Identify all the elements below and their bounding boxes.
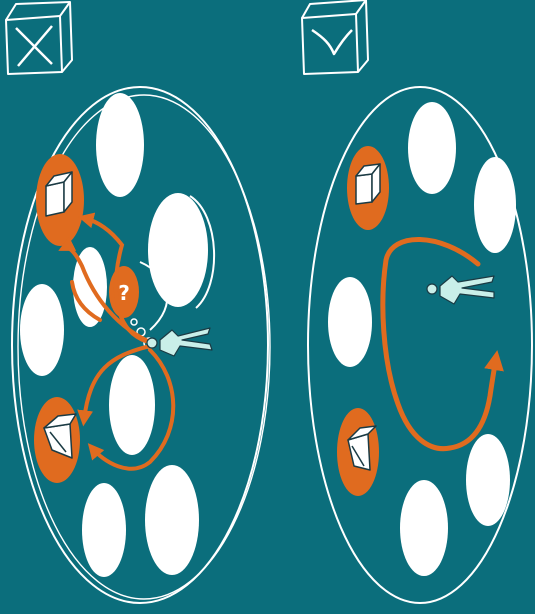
- spot: [400, 480, 448, 576]
- cube-spot-upper-right: [347, 146, 389, 230]
- spot: [148, 193, 208, 307]
- spot: [408, 102, 456, 194]
- cross-icon: [6, 2, 72, 74]
- person-figure-right: [427, 276, 494, 304]
- spot: [20, 284, 64, 376]
- spot: [96, 93, 144, 197]
- cube-spot-upper-wrong: [36, 154, 84, 246]
- unknown-spot: ?: [109, 266, 139, 318]
- spot: [82, 483, 126, 577]
- spot: [109, 355, 155, 455]
- spot: [328, 277, 372, 367]
- panel-wrong: ?: [6, 2, 270, 603]
- check-icon: [302, 0, 368, 74]
- direct-path: [383, 239, 496, 448]
- person-figure-wrong: [147, 328, 212, 356]
- spot: [474, 157, 516, 253]
- question-mark: ?: [118, 281, 130, 305]
- cube-spot-lower-right: [337, 408, 379, 496]
- spot: [466, 434, 510, 526]
- panel-right: [302, 0, 532, 603]
- cube-spot-lower-wrong: [34, 397, 80, 483]
- spot: [145, 465, 199, 575]
